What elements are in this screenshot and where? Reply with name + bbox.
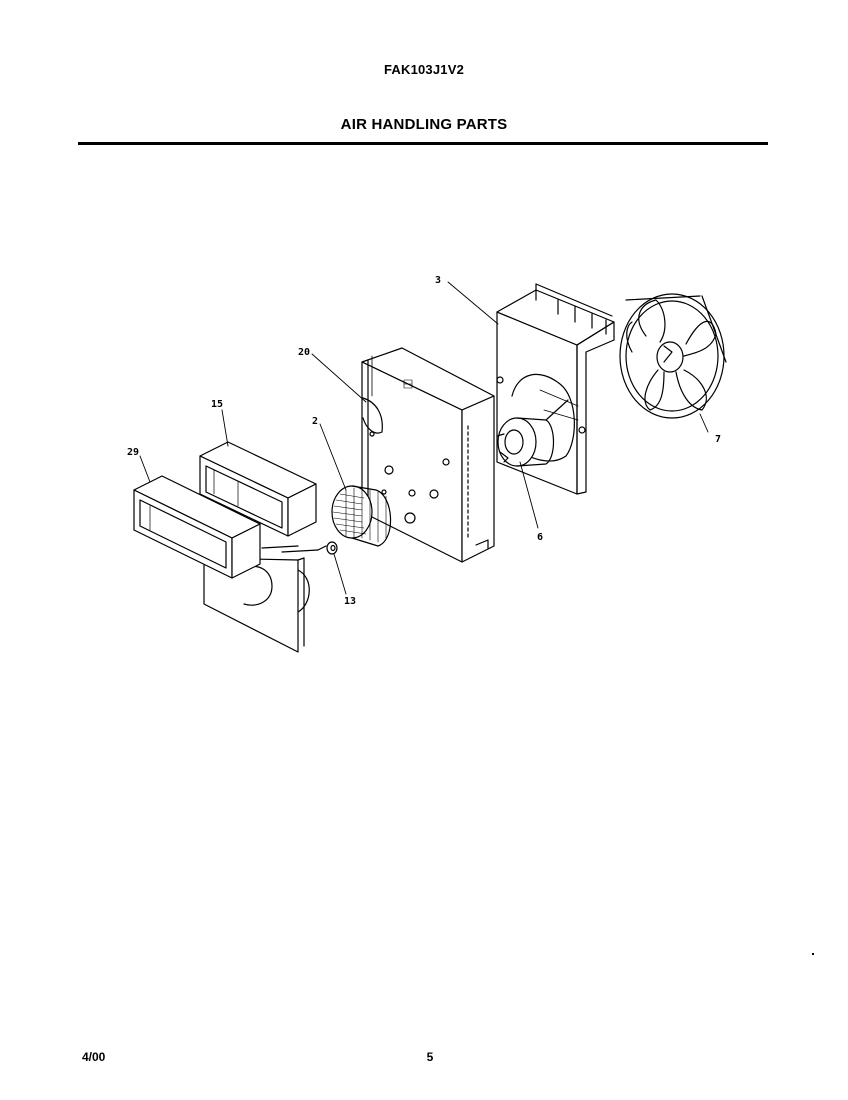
part-6-motor	[496, 399, 569, 467]
part-2-blower-wheel	[331, 485, 392, 547]
page-number: 5	[426, 1050, 434, 1064]
callout-2: 2	[312, 416, 318, 427]
leader-lines	[139, 281, 709, 595]
title-rule	[78, 142, 768, 145]
callout-6: 6	[537, 532, 543, 543]
model-number: FAK103J1V2	[383, 62, 465, 77]
callout-15: 15	[211, 399, 223, 410]
footer-date: 4/00	[82, 1050, 106, 1064]
section-title: AIR HANDLING PARTS	[340, 116, 508, 133]
callout-3: 3	[435, 275, 441, 286]
part-15-duct	[199, 441, 317, 537]
part-13-nut	[326, 541, 338, 555]
callout-13: 13	[344, 596, 356, 607]
part-7-fan-blade	[619, 293, 727, 419]
part-29-front-duct	[133, 475, 261, 579]
callout-7: 7	[715, 434, 721, 445]
callout-29: 29	[127, 447, 139, 458]
stray-mark	[812, 953, 814, 955]
part-20-partition	[361, 347, 495, 563]
callout-20: 20	[298, 347, 310, 358]
